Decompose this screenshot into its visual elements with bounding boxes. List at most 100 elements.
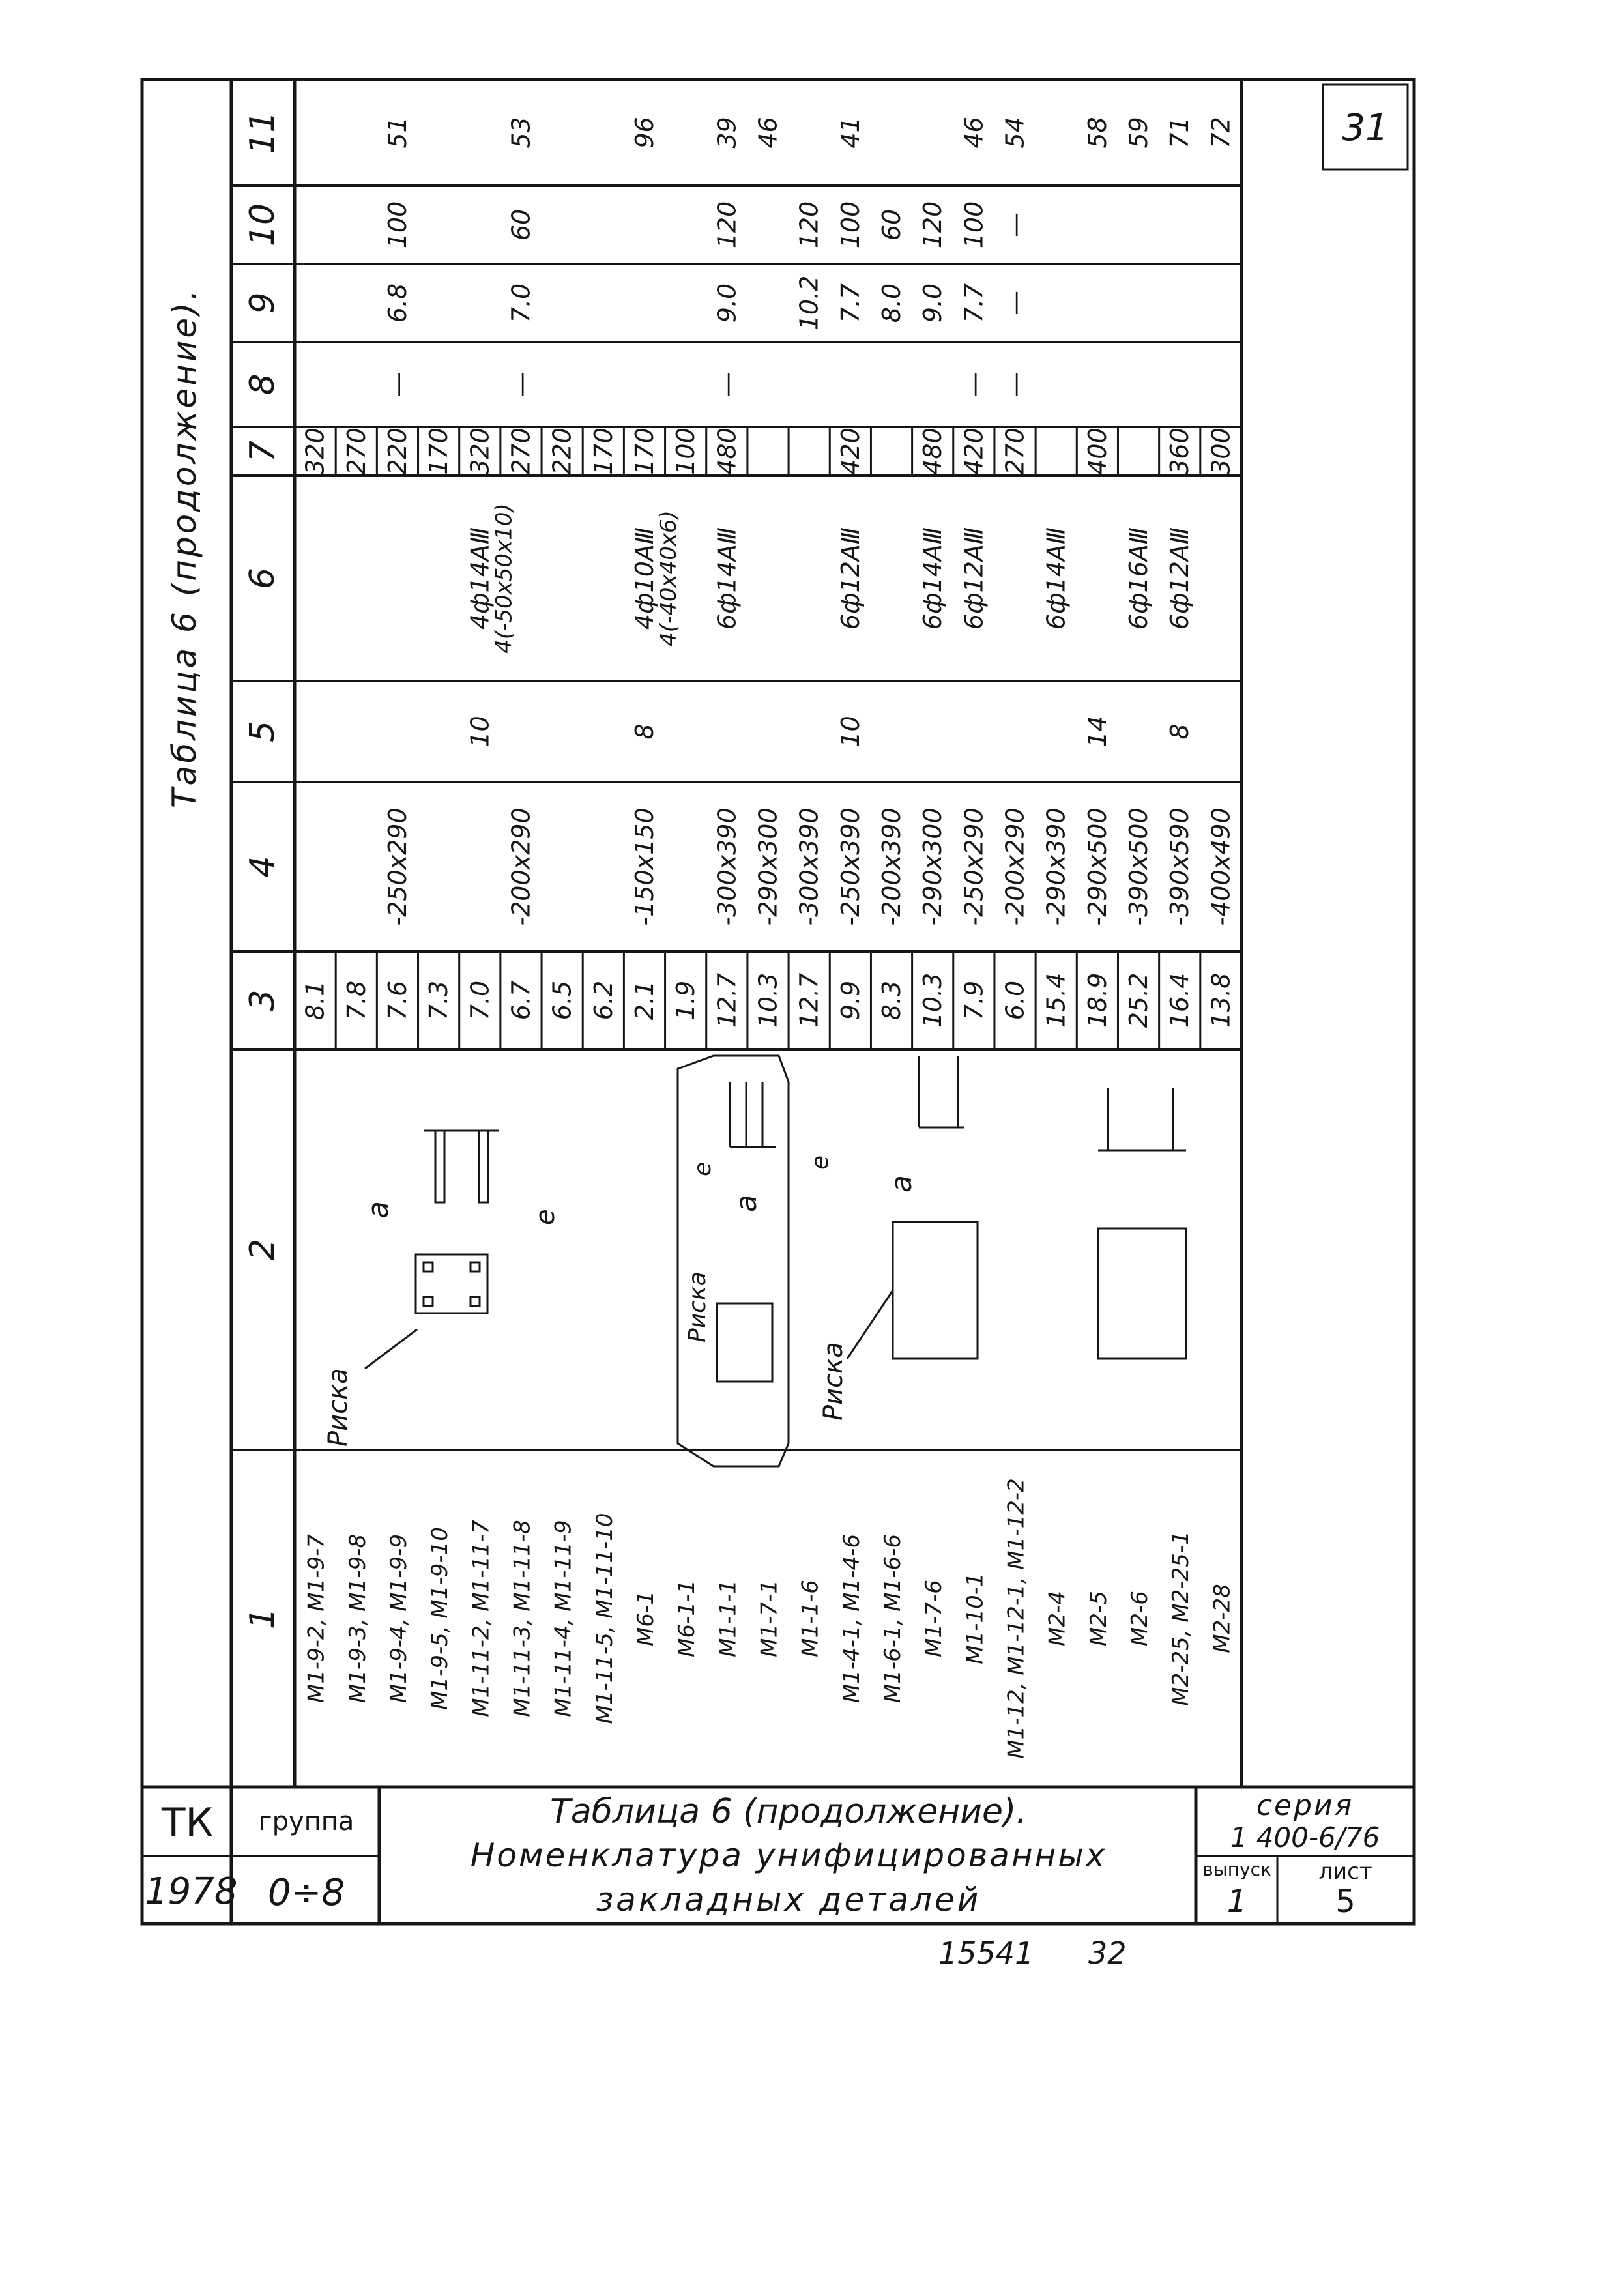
cell-r16-c1: M1-10-1 [962,1573,988,1664]
cell-r2-c4: -250x290 [383,807,412,925]
column-header-11: 11 [243,111,282,154]
cell-r4-c1: M1-11-2, M1-11-7 [468,1520,494,1717]
cell-r8-c1: M6-1 [633,1591,659,1646]
cell-r21-c7: 360 [1165,428,1194,475]
cell-r16-c11: 46 [959,117,988,148]
cell-r14-c1: M1-6-1, M1-6-6 [880,1534,906,1703]
cell-r16-c10: 100 [959,201,988,249]
cell-r3-c3: 7.3 [424,981,453,1020]
cell-r2-c11: 51 [383,117,412,148]
cell-r16-c8: — [959,372,988,397]
cell-r19-c1: M2-5 [1086,1591,1112,1646]
column-header-3: 3 [243,989,282,1011]
cell-r5-c9: 7.0 [506,283,535,323]
cell-r8-c3: 2.1 [630,981,659,1020]
cell-r21-c5: 8 [1165,723,1194,739]
cell-r13-c11: 41 [836,117,865,148]
cell-r14-c10: 60 [877,209,906,240]
cell-r14-c4: -200x390 [877,807,906,925]
cell-r2-c9: 6.8 [383,283,412,323]
cell-r14-c9: 8.0 [877,283,906,323]
cell-r10-c4: -300x390 [712,807,741,925]
cell-r12-c9: 10.2 [795,276,824,331]
sketch-e-label-2: e [689,1162,716,1176]
cell-r12-c1: M1-1-6 [798,1580,824,1657]
cell-r8-c7: 170 [630,428,659,475]
cell-r2-c1: M1-9-4, M1-9-9 [386,1534,412,1703]
cell-r17-c8: — [1001,372,1030,397]
cell-r0-c1: M1-9-2, M1-9-7 [304,1534,330,1704]
cell-r11-c1: M1-7-1 [757,1580,783,1657]
cell-r9-c3: 1.9 [671,981,700,1020]
sketch-group-1: Риска a e [323,1129,560,1447]
cell-r22-c7: 300 [1206,428,1235,475]
sketch-a-label-3: a [885,1175,918,1193]
cell-r5-c7: 270 [506,428,535,475]
cell-r6-c3: 6.5 [548,981,577,1020]
cell-r0-c3: 8.1 [301,981,330,1020]
cell-r15-c10: 120 [918,201,947,249]
cell-r7-c7: 170 [589,428,618,475]
cell-r2-c3: 7.6 [383,981,412,1020]
cell-r21-c11: 71 [1165,117,1194,148]
cell-r22-c3: 13.8 [1206,973,1235,1028]
cell-r15-c3: 10.3 [918,973,947,1028]
cell-r15-c7: 480 [918,428,947,475]
cell-r12-c4: -300x390 [795,807,824,925]
cell-r0-c7: 320 [301,428,330,475]
cell-r5-c4: -200x290 [506,807,535,925]
cell-r17-c4: -200x290 [1001,807,1030,925]
cell-r15-c4: -290x300 [918,807,947,925]
cell-r2-c8: — [383,372,412,397]
cell-r16-c3: 7.9 [959,981,988,1020]
cell-r5-c10: 60 [506,209,535,240]
cell-r1-c7: 270 [342,428,371,475]
cell-r20-c4: -390x500 [1124,807,1153,925]
cell-r10-c6: 6ф14АⅢ [712,527,741,630]
column-header-10: 10 [243,203,282,246]
cell-r10-c8: — [712,372,741,397]
cell-r4-c3: 7.0 [465,981,494,1020]
column-header-6: 6 [243,568,282,589]
title-block [142,1785,1414,1924]
cell-r22-c4: -400x490 [1206,807,1235,925]
cell-r19-c4: -290x500 [1083,807,1112,925]
cell-r12-c3: 12.7 [795,973,824,1028]
cell-r13-c6: 6ф12АⅢ [836,527,865,630]
column-header-8: 8 [243,373,282,395]
sketch-mark-label-3: Риска [819,1342,848,1421]
cell-r18-c1: M2-4 [1045,1591,1071,1646]
cell-r9-c7: 100 [671,428,700,475]
cell-r16-c7: 420 [959,428,988,475]
cell-r4-c5: 10 [465,716,494,747]
cell-r10-c11: 39 [712,117,741,148]
cell-r5-c8: — [506,372,535,397]
cell-r14-c3: 8.3 [877,981,906,1020]
cell-r4-c6: 4ф14АⅢ [465,527,494,630]
cell-r7-c3: 6.2 [589,981,618,1020]
cell-r13-c9: 7.7 [836,283,865,323]
cell-r11-c4: -290x300 [754,807,783,925]
sketch-group-4 [1097,1088,1187,1360]
cell-r19-c7: 400 [1083,428,1112,475]
cell-r15-c1: M1-7-6 [921,1580,947,1657]
cell-r1-c1: M1-9-3, M1-9-8 [345,1534,371,1703]
cell-r13-c1: M1-4-1, M1-4-6 [839,1534,865,1703]
cell-r18-c3: 15.4 [1042,973,1071,1028]
cell-r10-c7: 480 [712,428,741,475]
cell-r17-c9: — [1001,291,1030,315]
cell-r8-c6: 4ф10АⅢ [630,527,659,630]
table-title-rotated: Таблица 6 (продолжение). [166,287,203,808]
sheet-number: 31 [1342,107,1388,149]
cell-r19-c3: 18.9 [1083,973,1112,1028]
cell-r20-c3: 25.2 [1124,973,1153,1028]
sketch-a-label-1: a [362,1201,395,1219]
cell-r17-c11: 54 [1001,117,1030,148]
cell-r16-c6: 6ф12АⅢ [959,527,988,630]
cell-r13-c7: 420 [836,428,865,475]
cell-r17-c1: M1-12, M1-12-1, M1-12-2 [1004,1478,1030,1759]
sketch-e-label-1: e [530,1209,560,1225]
plate-anchor-square [422,1261,434,1273]
cell-r19-c11: 58 [1083,117,1112,148]
cell-r17-c10: — [1001,212,1030,237]
